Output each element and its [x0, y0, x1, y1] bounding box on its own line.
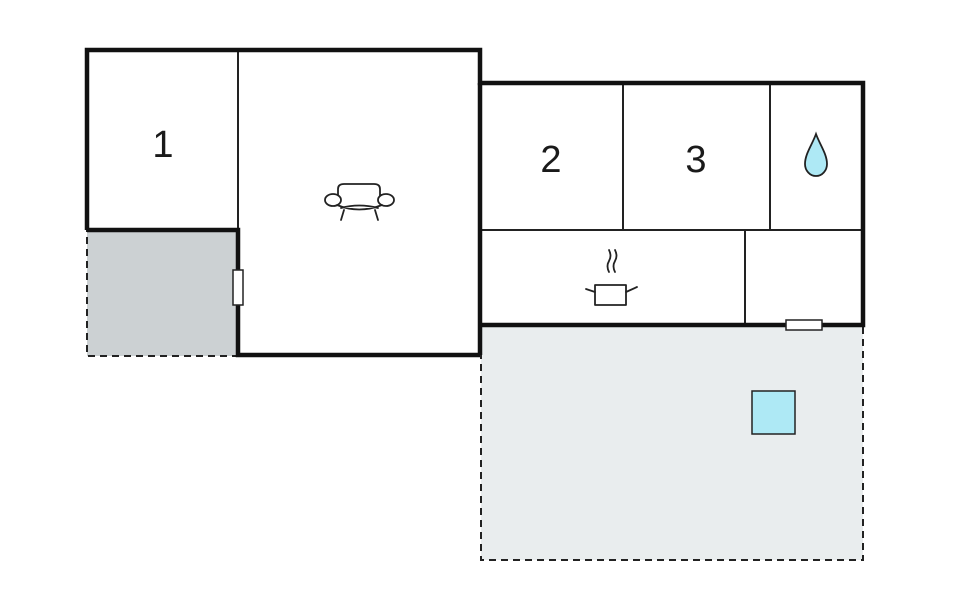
- right-building-fill: [480, 83, 863, 325]
- covered-terrace: [86, 229, 239, 357]
- room-label-2: 2: [540, 139, 561, 181]
- pool-square-icon: [751, 390, 796, 435]
- armchair-icon: [324, 183, 395, 221]
- patio-door: [785, 319, 823, 331]
- terrace-door: [232, 269, 244, 306]
- room-label-1: 1: [152, 124, 173, 166]
- water-drop-icon: [804, 131, 828, 177]
- interior-walls: [237, 50, 863, 325]
- room-label-3: 3: [685, 139, 706, 181]
- living-room-fill: [238, 50, 480, 355]
- cooking-pot-icon: [585, 249, 638, 306]
- open-terrace: [480, 324, 864, 561]
